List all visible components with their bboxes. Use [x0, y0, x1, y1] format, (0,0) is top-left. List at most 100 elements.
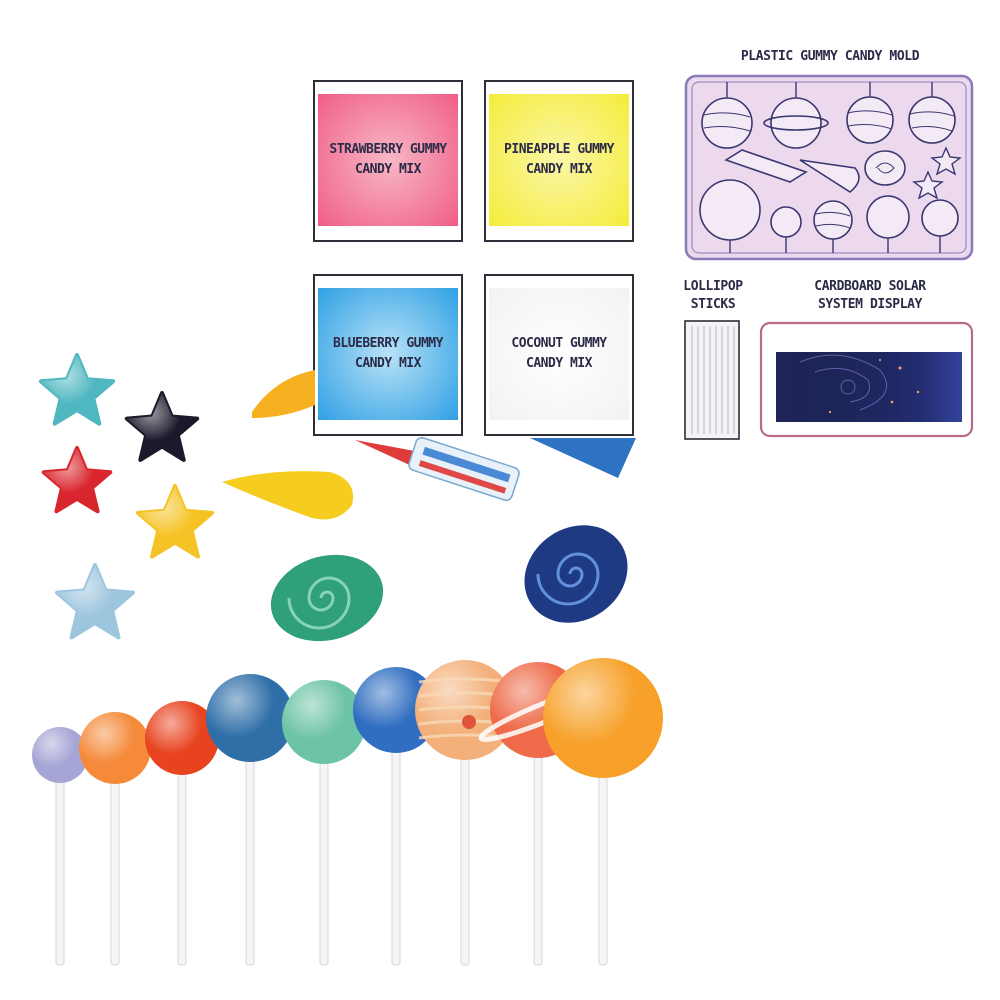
gummy-rocket-candy [355, 436, 520, 502]
display-title: CARDBOARD SOLAR SYSTEM DISPLAY [770, 278, 970, 314]
sticks-title: LOLLIPOP STICKS [668, 278, 758, 314]
gummy-galaxy-green [270, 554, 384, 642]
planet-lollipops [32, 658, 663, 966]
mold-cavity-planet [813, 200, 853, 240]
packet-fill: COCONUT GUMMY CANDY MIX [489, 288, 629, 420]
lollipop-band [418, 691, 512, 698]
mold-cavity-earth [866, 195, 910, 239]
lollipop-shine [145, 701, 219, 775]
lollipop-band [418, 719, 512, 726]
lollipop-sticks-bundle [684, 320, 740, 440]
gummy-star-shine [126, 393, 198, 460]
mold-title: PLASTIC GUMMY CANDY MOLD [740, 49, 920, 64]
mold-cavity-star [912, 170, 944, 200]
lollipop-band [418, 733, 512, 740]
lollipop-shine [490, 662, 586, 758]
lollipop-shine [79, 712, 151, 784]
gummy-star-shine [40, 355, 114, 424]
lollipop-candy [145, 701, 219, 775]
lollipop-candy [353, 667, 439, 753]
lollipop-band [418, 705, 512, 712]
gummy-star [55, 563, 135, 640]
packet-label: STRAWBERRY GUMMY CANDY MIX [325, 140, 450, 180]
lollipop-spot [462, 715, 476, 729]
packet-label: PINEAPPLE GUMMY CANDY MIX [500, 140, 618, 180]
lollipop-shine [282, 680, 366, 764]
packet-fill: STRAWBERRY GUMMY CANDY MIX [318, 94, 458, 226]
mold-cavity-comet [799, 159, 860, 193]
gummy-comet-yellow [222, 471, 354, 520]
lollipop-shine [543, 658, 663, 778]
lollipop-stick [533, 709, 543, 966]
display-title-line2: SYSTEM DISPLAY [818, 297, 922, 312]
coconut-mix-packet: COCONUT GUMMY CANDY MIX [484, 274, 634, 436]
sticks-title-line1: LOLLIPOP [683, 279, 743, 294]
planet-lollipop [206, 674, 294, 966]
gummy-star-shine [43, 448, 111, 512]
packet-label-line1: STRAWBERRY GUMMY [329, 142, 447, 157]
lollipop-shine [206, 674, 294, 762]
gummy-star-shine [57, 565, 133, 638]
packet-label-line2: CANDY MIX [355, 162, 421, 177]
packet-label-line2: CANDY MIX [355, 356, 421, 371]
lollipop-candy [543, 658, 663, 778]
gummy-star [38, 353, 116, 426]
sticks-title-line2: STICKS [690, 297, 736, 312]
planet-lollipop [79, 712, 151, 966]
mold-cavity-planet [908, 96, 956, 144]
cardboard-solar-display [759, 321, 974, 438]
lollipop-stick [177, 737, 187, 966]
gummy-comet-orange [252, 370, 315, 418]
lollipop-candy [206, 674, 294, 762]
mold-cavity-sun [699, 179, 761, 241]
lollipop-candy [490, 662, 586, 758]
gummy-stars [38, 353, 215, 640]
lollipop-ring [478, 681, 614, 743]
planet-lollipop [32, 727, 88, 966]
gummy-rocket-fin [530, 438, 636, 478]
lollipop-candy [32, 727, 88, 783]
lollipop-candy [282, 680, 366, 764]
mold-cavity-planet [701, 97, 753, 149]
lollipop-band [418, 677, 512, 684]
planet-lollipop [353, 667, 439, 966]
planet-lollipop [145, 701, 219, 966]
mold-cavity-rocket [724, 149, 808, 183]
lollipop-candy [79, 712, 151, 784]
display-title-line1: CARDBOARD SOLAR [814, 279, 926, 294]
lollipop-stick [319, 721, 329, 966]
packet-fill: PINEAPPLE GUMMY CANDY MIX [489, 94, 629, 226]
mold-cavity-galaxy [864, 150, 906, 186]
gummy-candy-mold [684, 74, 974, 261]
mold-cavity-planet [846, 96, 894, 144]
planet-lollipop [543, 658, 663, 966]
packet-label: COCONUT GUMMY CANDY MIX [507, 334, 610, 374]
lollipop-shine [353, 667, 439, 753]
gummy-star [135, 484, 215, 559]
lollipop-stick [245, 717, 255, 966]
packet-label-line1: PINEAPPLE GUMMY [504, 142, 614, 157]
lollipop-stick [55, 754, 65, 966]
blueberry-mix-packet: BLUEBERRY GUMMY CANDY MIX [313, 274, 463, 436]
gummy-star-shine [137, 486, 213, 557]
lollipop-stick [391, 709, 401, 966]
gummy-galaxy-blue [524, 525, 628, 623]
planet-lollipop [282, 680, 366, 966]
packet-label-line1: COCONUT GUMMY [511, 336, 607, 351]
pineapple-mix-packet: PINEAPPLE GUMMY CANDY MIX [484, 80, 634, 242]
packet-label-line2: CANDY MIX [526, 356, 592, 371]
mold-cavity-ringed-planet [770, 97, 822, 149]
lollipop-shine [415, 660, 515, 760]
lollipop-stick [598, 717, 608, 966]
mold-cavity-moon [770, 206, 802, 238]
mold-cavity-star [930, 146, 962, 176]
planet-lollipop [415, 660, 515, 966]
lollipop-stick [110, 747, 120, 966]
packet-label: BLUEBERRY GUMMY CANDY MIX [329, 334, 447, 374]
packet-label-line1: BLUEBERRY GUMMY [333, 336, 443, 351]
strawberry-mix-packet: STRAWBERRY GUMMY CANDY MIX [313, 80, 463, 242]
gummy-star [41, 446, 113, 514]
packet-fill: BLUEBERRY GUMMY CANDY MIX [318, 288, 458, 420]
mold-cavity-planet [921, 199, 959, 237]
lollipop-candy [415, 660, 515, 760]
